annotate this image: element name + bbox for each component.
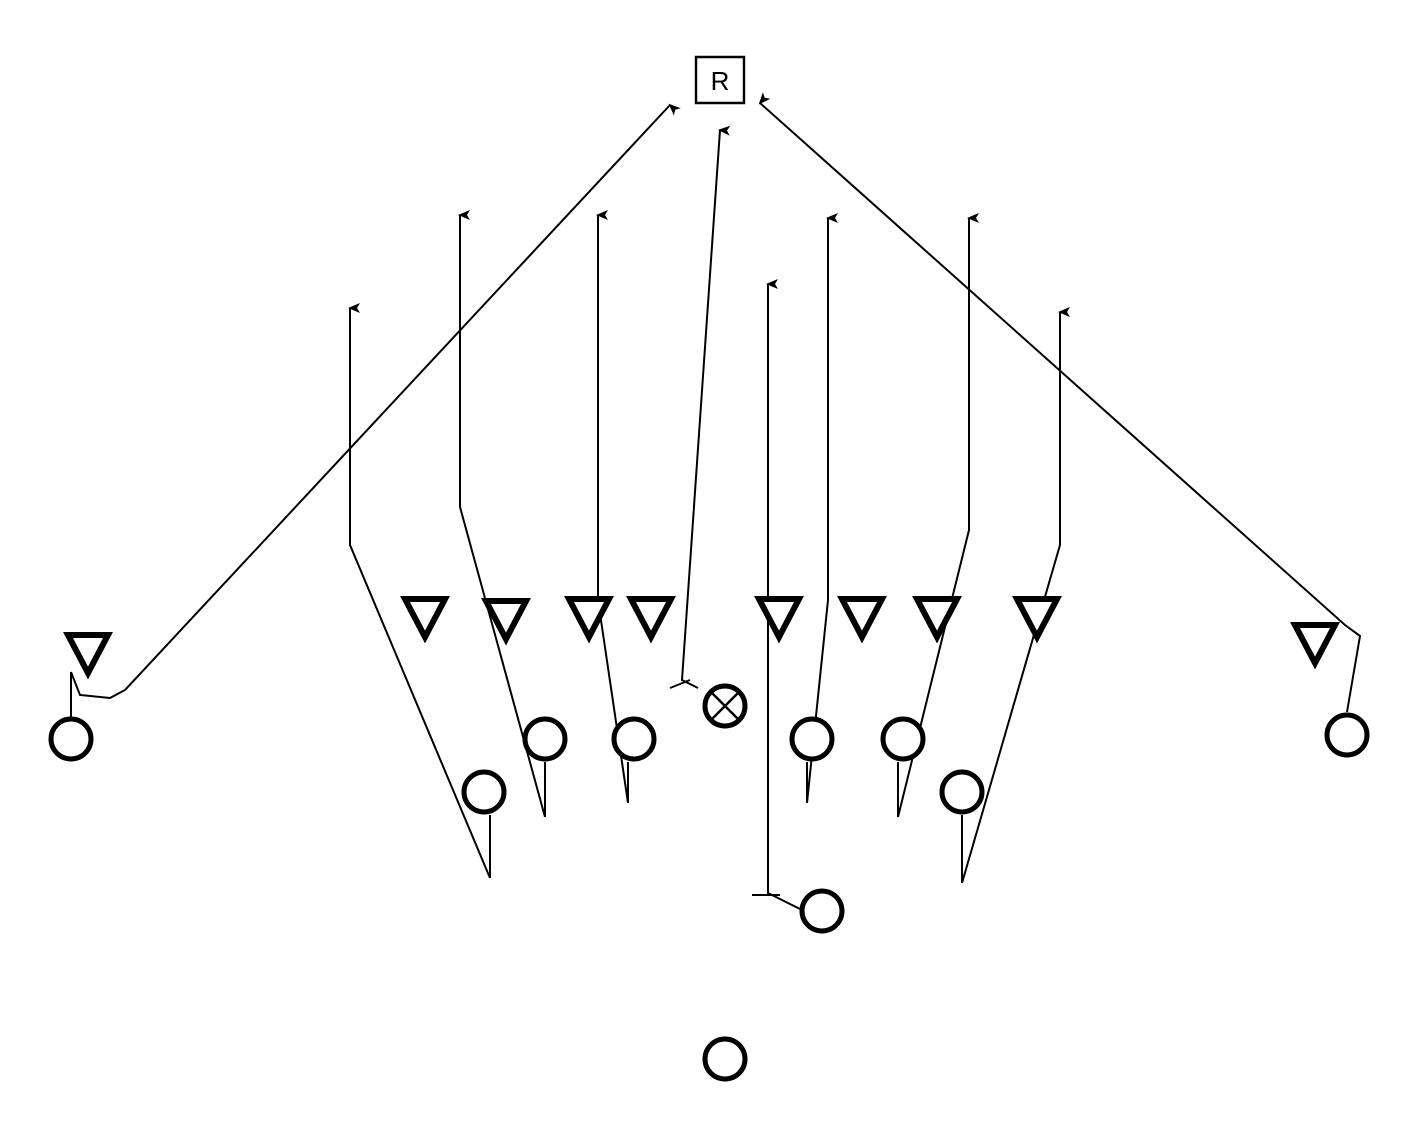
route-te-line (961, 307, 1070, 884)
defender-d6-icon (837, 596, 887, 644)
offense-player-rt (880, 716, 926, 762)
player-circle-icon (799, 888, 845, 934)
routes-layer (70, 92, 1362, 910)
route-wr-right-line (758, 92, 1362, 713)
route-lt-line (348, 303, 491, 879)
center-x-icon (711, 692, 739, 720)
defense-layer (63, 596, 1340, 680)
route-rg-line (806, 213, 838, 804)
offense-player-lt (461, 769, 507, 815)
defender-d2-icon (481, 598, 531, 646)
target-label: R (711, 66, 730, 96)
stems-layer (70, 672, 963, 896)
defender-d3-icon (564, 596, 614, 644)
player-circle-icon (522, 716, 568, 762)
player-circle-icon (939, 769, 985, 815)
offense-player-lg2 (611, 716, 657, 762)
offense-player-te (939, 769, 985, 815)
defender-d8-icon (1012, 596, 1062, 644)
route-rb-line (766, 279, 801, 910)
route-rt-line (897, 213, 979, 818)
defender-cb-right-icon (1290, 622, 1340, 670)
player-circle-icon (880, 716, 926, 762)
player-circle-icon (1324, 712, 1370, 758)
player-circle-icon (789, 716, 835, 762)
block-center-mark (669, 679, 691, 689)
player-circle-icon (702, 1036, 748, 1082)
defender-d7-icon (912, 596, 962, 644)
target-box (694, 55, 746, 105)
offense-layer (48, 683, 1370, 1082)
player-circle-icon (461, 769, 507, 815)
route-center-line (680, 125, 731, 689)
offense-player-center (702, 683, 748, 729)
offense-player-rg (789, 716, 835, 762)
offense-player-wr-left (48, 716, 94, 762)
offense-player-rb (799, 888, 845, 934)
defender-d1-icon (400, 596, 450, 644)
defender-d5-icon (754, 596, 804, 644)
player-circle-icon (48, 716, 94, 762)
offense-player-qb (702, 1036, 748, 1082)
defender-cb-left-icon (63, 632, 113, 680)
defender-d4-icon (626, 596, 676, 644)
offense-player-wr-right (1324, 712, 1370, 758)
offense-player-lg (522, 716, 568, 762)
player-circle-icon (611, 716, 657, 762)
target-marker: R (694, 55, 746, 105)
route-lg2-line (596, 210, 629, 804)
route-wr-left-line (70, 103, 681, 700)
route-lg-line (458, 210, 546, 818)
